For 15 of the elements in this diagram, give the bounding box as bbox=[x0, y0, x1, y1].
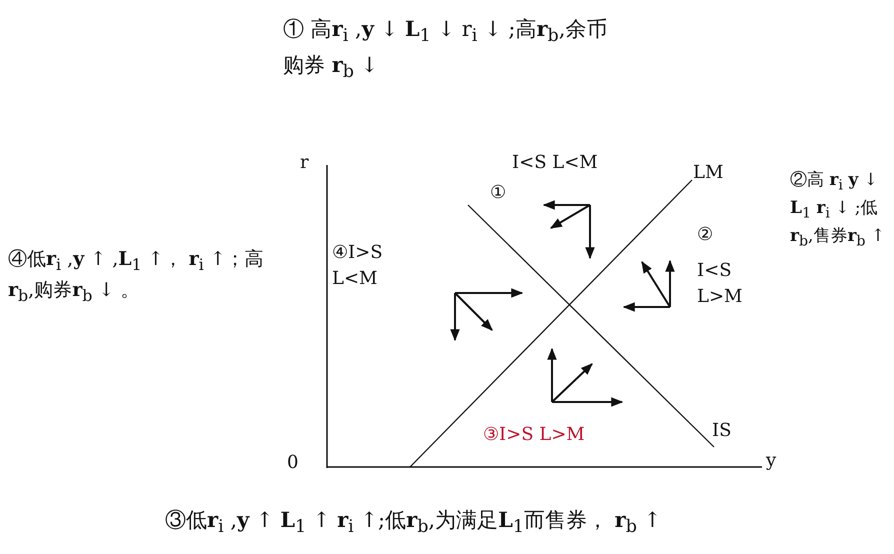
region-number: ② bbox=[697, 223, 713, 247]
curve-label: LM bbox=[693, 161, 724, 185]
region-label: I<S L>M bbox=[697, 259, 744, 310]
axis-label: 0 bbox=[287, 451, 298, 475]
note-text: ③低r$_{i}$ ,y ↑ L$_{1}$ ↑ r$_{i}$ ↑;低r$_{b}$,为满足L$_{1}$而售券， r$_{b}$ ↑ bbox=[165, 506, 662, 540]
axis-label: y bbox=[766, 449, 776, 473]
region-number: ① bbox=[490, 181, 506, 205]
note-text: ① 高r$_{i}$ ,y ↓ L$_{1}$ ↓ r$_{i}$ ↓ ;高r$_{b}$,余币购券 r$_{b}$ ↓ bbox=[283, 15, 608, 84]
note-text: ④低r$_{i}$ ,y ↑ ,L$_{1}$ ↑， r$_{i}$ ↑；高r$_{b}$,购券r$_{b}$ ↓ 。 bbox=[8, 247, 265, 307]
curve-label: IS bbox=[712, 419, 732, 443]
region-label: I<S L<M bbox=[512, 151, 598, 175]
region-label: ③I>S L>M bbox=[483, 423, 585, 447]
region-label: ④I>S L<M bbox=[332, 241, 384, 292]
axis-label: r bbox=[300, 151, 309, 175]
note-text: ②高 r$_{i}$ y ↓ L$_{1}$ r$_{i}$ ↓ ;低r$_{b}$,售券r$_{b}$ ↑ bbox=[790, 169, 886, 252]
